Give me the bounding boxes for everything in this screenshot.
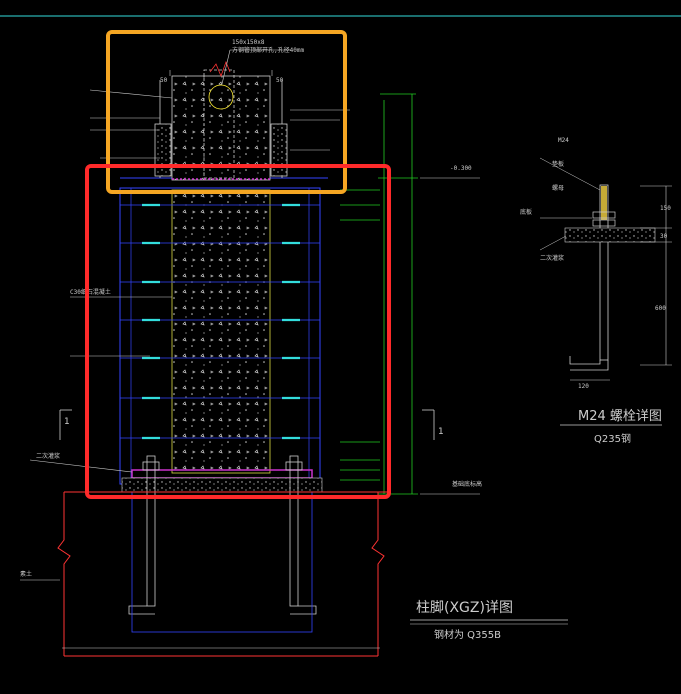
section-marker-right: 1 [422, 409, 444, 440]
highlight-box-yellow [106, 30, 347, 194]
right-dimension-ticks [340, 189, 380, 481]
bolt-dim-150: 150 [660, 205, 671, 212]
section-marker-left: 1 [59, 409, 72, 440]
bolt-washer-label: 垫板 [552, 160, 564, 168]
c30-label: C30细石混凝土 [70, 288, 111, 296]
dim-50-right: 50 [276, 77, 284, 84]
anchor-bolt-left [128, 455, 160, 615]
bolt-dim-120: 120 [578, 383, 589, 390]
main-subtitle-text: 钢材为 Q355B [434, 628, 501, 641]
vertical-dimension [378, 93, 418, 495]
dim-50-left: 50 [160, 77, 168, 84]
bolt-grout-label: 二次灌浆 [540, 254, 564, 262]
main-title-text: 柱脚(XGZ)详图 [416, 600, 513, 616]
highlight-box-red [85, 164, 391, 499]
foundation-blue-outline [131, 491, 313, 633]
column-top-detail [154, 60, 288, 180]
bolt-nut-label: 螺母 [552, 184, 564, 192]
rebar-ties [120, 203, 320, 440]
bolt-detail: M24 垫板 螺母 底板 二次灌浆 150 30 600 120 [520, 137, 672, 390]
svg-text:1: 1 [64, 417, 70, 427]
elevation-top: -0.300 [450, 165, 472, 172]
tube-note-label: 方钢管顶部开孔,孔径40mm [232, 46, 304, 54]
grout-label: 二次灌浆 [36, 452, 60, 460]
svg-text:1: 1 [438, 427, 444, 437]
bolt-dim-600: 600 [655, 305, 666, 312]
tube-size-label: 150x150x8 [232, 39, 265, 46]
anchor-bolt-right [285, 455, 317, 615]
bolt-detail-title: M24 螺栓详图 Q235钢 [560, 409, 662, 445]
bolt-detail-title-text: M24 螺栓详图 [578, 409, 662, 424]
ground-label: 素土 [20, 570, 32, 578]
foundation-red-lines [57, 491, 390, 657]
grout-layer [121, 477, 323, 493]
bolt-dim-30: 30 [660, 233, 668, 240]
bolt-m24-label: M24 [558, 137, 569, 144]
concrete-core-upper [171, 75, 271, 181]
concrete-core [171, 189, 271, 474]
bolt-detail-subtitle-text: Q235钢 [594, 432, 631, 445]
bolt-plate-label: 底板 [520, 208, 532, 216]
main-title-block: 柱脚(XGZ)详图 钢材为 Q355B [410, 600, 568, 641]
elevation-bottom: 基础底标高 [452, 480, 482, 488]
